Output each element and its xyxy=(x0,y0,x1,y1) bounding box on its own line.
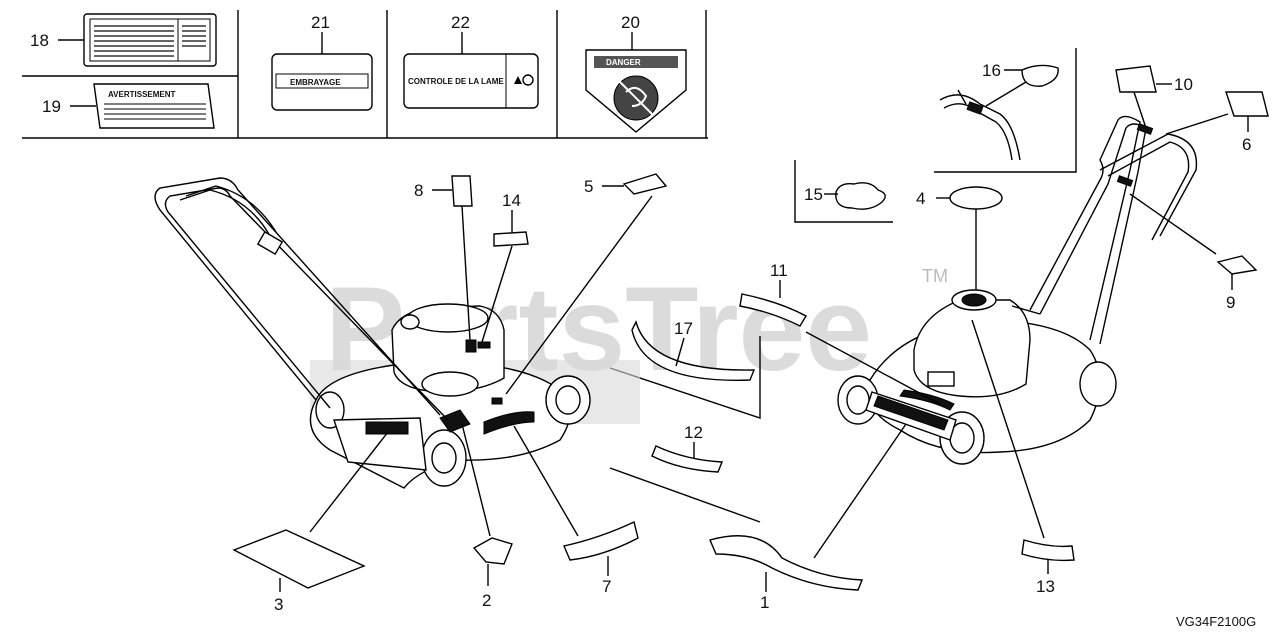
callout-21: 21 xyxy=(311,13,330,32)
decal-12 xyxy=(651,445,724,473)
inset-16 xyxy=(939,64,1059,161)
decal-10 xyxy=(1115,65,1157,93)
callout-15: 15 xyxy=(804,185,823,204)
callout-10: 10 xyxy=(1174,75,1193,94)
callout-13: 13 xyxy=(1036,577,1055,596)
trademark-mark: TM xyxy=(922,266,948,286)
diagram-code: VG34F2100G xyxy=(1176,614,1256,629)
callout-4: 4 xyxy=(916,189,925,208)
svg-text:EMBRAYAGE: EMBRAYAGE xyxy=(290,78,341,87)
callout-16: 16 xyxy=(982,61,1001,80)
decal-13 xyxy=(1021,539,1075,562)
callout-22: 22 xyxy=(451,13,470,32)
decal-3 xyxy=(232,529,366,589)
callout-2: 2 xyxy=(482,591,491,610)
svg-text:CONTROLE DE LA LAME: CONTROLE DE LA LAME xyxy=(408,77,504,86)
decal-20: DANGER xyxy=(585,49,687,133)
decal-11 xyxy=(739,293,807,327)
decal-15 xyxy=(835,182,886,210)
decal-4 xyxy=(949,186,1003,210)
decal-19: AVERTISSEMENT xyxy=(93,83,215,129)
svg-text:DANGER: DANGER xyxy=(606,58,641,67)
callout-17: 17 xyxy=(674,319,693,338)
decal-22: CONTROLE DE LA LAME xyxy=(403,53,539,109)
left-mower xyxy=(154,177,640,489)
decal-5 xyxy=(622,173,668,195)
callout-3: 3 xyxy=(274,595,283,614)
callout-11: 11 xyxy=(770,261,788,280)
callout-9: 9 xyxy=(1226,293,1235,312)
decal-6 xyxy=(1225,91,1269,117)
decal-18 xyxy=(83,13,217,67)
callout-12: 12 xyxy=(684,423,703,442)
reference-frame xyxy=(22,10,1077,523)
callout-8: 8 xyxy=(414,181,423,200)
callout-5: 5 xyxy=(584,177,593,196)
decal-1 xyxy=(709,535,864,591)
decal-7 xyxy=(563,521,639,561)
callout-6: 6 xyxy=(1242,135,1251,154)
decal-17 xyxy=(631,320,756,381)
decal-8 xyxy=(451,175,473,207)
callout-1: 1 xyxy=(760,593,769,612)
callout-20: 20 xyxy=(621,13,640,32)
decal-2 xyxy=(472,537,513,565)
right-mower xyxy=(837,115,1198,465)
callout-18: 18 xyxy=(30,31,49,50)
decal-21: EMBRAYAGE xyxy=(271,53,373,111)
callout-7: 7 xyxy=(602,577,611,596)
decal-9 xyxy=(1216,255,1258,275)
decal-14 xyxy=(493,231,529,247)
callout-14: 14 xyxy=(502,191,521,210)
callout-19: 19 xyxy=(42,97,61,116)
svg-text:AVERTISSEMENT: AVERTISSEMENT xyxy=(108,90,176,99)
